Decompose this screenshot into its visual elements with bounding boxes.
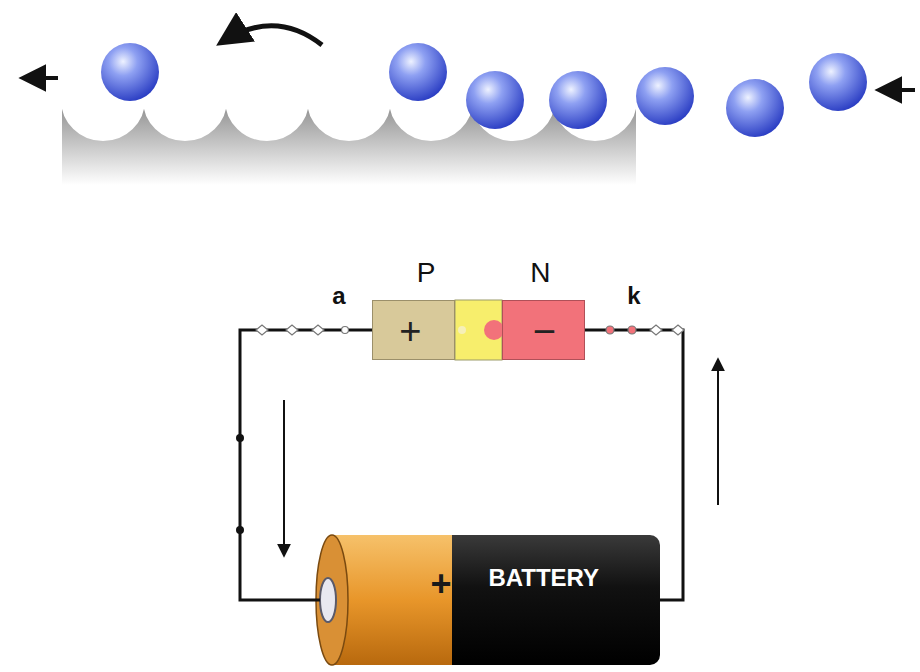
electron-balls: [101, 43, 867, 137]
circuit-wire: [240, 330, 372, 600]
circuit-wire: [585, 330, 683, 600]
wire-joints: [236, 434, 244, 534]
hop-arrow: [222, 26, 322, 45]
battery-terminal: [320, 578, 336, 622]
hole-surface: [62, 100, 636, 185]
region-letter: P: [417, 259, 436, 287]
junction-dot: [458, 326, 466, 334]
charge-sign: −: [533, 311, 556, 351]
battery-sign: +: [431, 566, 452, 602]
flow-arrow: [24, 76, 58, 80]
terminal-label: k: [627, 284, 640, 308]
battery: + BATTERY: [318, 535, 660, 665]
n-region: N−: [502, 300, 585, 360]
junction-bump: [484, 320, 504, 340]
lead-pins: [256, 325, 684, 335]
region-letter: N: [530, 259, 550, 287]
battery-cap: [316, 535, 348, 665]
current-arrow: [717, 360, 719, 505]
p-region: P+: [372, 300, 455, 360]
battery-label: BATTERY: [488, 566, 599, 590]
terminal-label: a: [332, 284, 345, 308]
battery-body: [330, 535, 660, 665]
current-arrow: [283, 400, 285, 555]
flow-arrow: [880, 88, 915, 92]
charge-sign: +: [399, 312, 421, 350]
